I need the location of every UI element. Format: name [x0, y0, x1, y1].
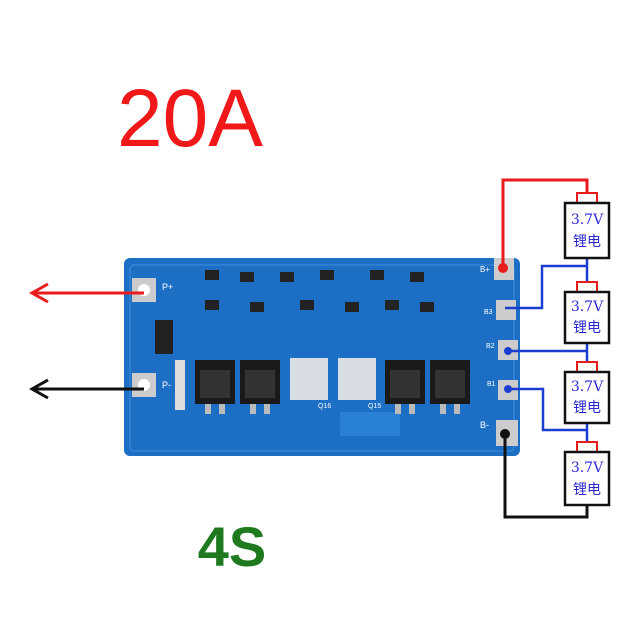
battery-cell-3: 3.7V 锂电: [563, 361, 611, 425]
cell-voltage: 3.7V: [571, 460, 604, 476]
silver-pads: [290, 358, 400, 436]
cell-voltage: 3.7V: [571, 212, 604, 228]
smd-components: [155, 270, 434, 410]
battery-cell-2: 3.7V 锂电: [563, 281, 611, 345]
cell-type: 锂电: [573, 400, 601, 416]
b2-label: B2: [486, 343, 495, 350]
mosfets: [195, 360, 470, 414]
p-minus-label: P-: [162, 380, 171, 390]
cell-type: 锂电: [573, 234, 601, 250]
mosfet: [385, 360, 425, 414]
series-count-label: 4S: [198, 515, 267, 578]
mosfet-label: Q15: [368, 403, 381, 410]
positive-wire: [501, 178, 589, 268]
title-current-rating: 20A: [117, 73, 263, 164]
p-minus-output-arrow: [28, 378, 144, 400]
balance-wires: [505, 258, 589, 442]
negative-wire: [503, 433, 589, 519]
b3-pad: [496, 300, 516, 320]
mosfet: [240, 360, 280, 414]
pcb-board: Q16 Q15 P+ P- B+ B3 B2 B1 B-: [124, 258, 520, 456]
cell-voltage: 3.7V: [571, 299, 604, 315]
b3-label: B3: [484, 309, 493, 316]
battery-cell-1: 3.7V 锂电: [563, 192, 611, 260]
p-minus-pad: [132, 373, 156, 397]
cell-type: 锂电: [573, 482, 601, 498]
b1-label: B1: [487, 381, 496, 388]
b-minus-label: B-: [480, 420, 489, 430]
cell-type: 锂电: [573, 320, 601, 336]
p-plus-label: P+: [162, 282, 173, 292]
cell-voltage: 3.7V: [571, 379, 604, 395]
b-plus-label: B+: [480, 265, 490, 274]
mosfet: [430, 360, 470, 414]
p-plus-pad: [132, 278, 156, 302]
mosfet: [195, 360, 235, 414]
p-plus-output-arrow: [28, 282, 144, 304]
battery-cell-4: 3.7V 锂电: [563, 441, 611, 507]
mosfet-label: Q16: [318, 403, 331, 410]
